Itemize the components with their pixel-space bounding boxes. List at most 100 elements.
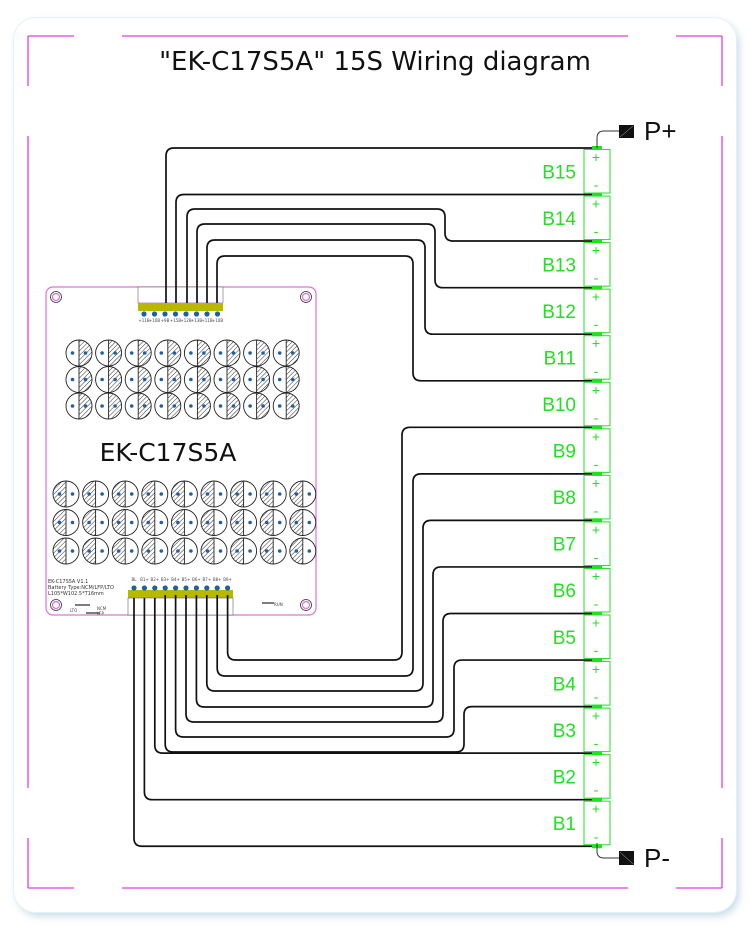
resistor-pad	[290, 377, 295, 382]
switch-label: NCM	[97, 606, 107, 611]
top-connector-pin	[141, 311, 147, 317]
resistor-pad	[100, 520, 104, 525]
resistor-pad	[218, 404, 223, 408]
mounting-hole	[50, 599, 62, 611]
mounting-hole-ring	[301, 600, 311, 610]
balance-resistor	[200, 509, 228, 536]
resistor-pad	[205, 520, 210, 525]
resistor-pad	[202, 351, 206, 355]
resistor-pad	[189, 520, 193, 525]
resistor-pad	[189, 549, 193, 553]
balance-resistor	[183, 392, 211, 420]
battery-cell: B3+-	[553, 707, 611, 753]
bottom-connector-pin	[214, 585, 220, 591]
battery-cell: B10+-	[542, 381, 611, 427]
minus-sign: -	[594, 177, 599, 193]
balance-wire	[175, 193, 597, 303]
resistor-pad	[113, 351, 117, 355]
junction-tab	[592, 425, 602, 430]
minus-sign: -	[594, 828, 599, 844]
resistor-pad	[70, 351, 75, 355]
resistor-pad	[218, 549, 223, 553]
resistor-pad	[235, 520, 239, 525]
bottom-pin-label: BL	[132, 577, 138, 582]
balance-resistor	[154, 339, 182, 367]
resistor-pad	[87, 549, 91, 553]
balance-wire	[133, 598, 597, 848]
resistor-pad	[129, 377, 134, 382]
minus-sign: -	[594, 363, 599, 379]
balance-resistor	[289, 509, 317, 536]
balance-resistor	[272, 339, 300, 367]
balance-resistor	[213, 366, 241, 393]
bottom-pin-label: B1+	[140, 577, 149, 582]
resistor-pad	[87, 520, 91, 525]
mounting-hole	[50, 291, 62, 303]
resistor-pad	[116, 520, 121, 525]
junction-tab	[592, 797, 602, 802]
balance-wire	[226, 426, 597, 661]
battery-label: B3	[553, 721, 576, 742]
resistor-pad	[294, 549, 299, 553]
minus-sign: -	[594, 549, 599, 565]
bottom-pin-label: B7+	[202, 577, 211, 582]
resistor-pad	[218, 520, 223, 525]
balance-resistor	[124, 339, 152, 367]
mounting-hole	[300, 599, 312, 611]
resistor-pad	[83, 377, 88, 382]
resistor-pad	[87, 492, 91, 496]
balance-resistor	[243, 339, 271, 367]
resistor-pad	[142, 404, 147, 408]
resistor-pad	[100, 351, 104, 355]
top-pin-label: +9B	[161, 318, 170, 323]
resistor-pad	[70, 404, 75, 408]
resistor-pad	[129, 520, 134, 525]
top-connector-pin	[214, 311, 221, 317]
top-connector-pin	[183, 311, 189, 317]
resistor-pad	[57, 492, 62, 496]
junction-tab	[592, 285, 602, 290]
resistor-pad	[277, 520, 282, 525]
plus-sign: +	[592, 335, 600, 351]
bottom-connector-pin	[141, 585, 147, 591]
minus-sign: -	[594, 642, 599, 658]
minus-sign: -	[594, 409, 599, 425]
resistor-pad	[290, 351, 295, 355]
balance-resistor	[141, 509, 169, 536]
battery-label: B4	[553, 674, 577, 695]
battery-cell: B15+-	[542, 149, 611, 194]
bottom-connector-pin	[162, 585, 168, 591]
balance-resistor	[259, 537, 287, 565]
balance-resistor	[243, 366, 271, 393]
plus-sign: +	[592, 615, 600, 631]
resistor-pad	[146, 520, 151, 525]
balance-wire	[216, 255, 597, 382]
balance-resistor	[183, 366, 211, 393]
resistor-pad	[70, 549, 75, 553]
resistor-pad	[113, 377, 117, 382]
resistor-pad	[248, 404, 252, 408]
dashed-frame	[27, 35, 723, 889]
balance-resistor	[272, 392, 300, 420]
balance-resistor	[52, 537, 80, 565]
mounting-hole-ring	[51, 600, 61, 610]
top-pin-label: +10B	[149, 318, 160, 323]
connector-mark	[619, 851, 634, 865]
battery-cell: B13+-	[542, 242, 611, 287]
resistor-pad	[248, 351, 252, 355]
plus-sign: +	[592, 568, 600, 584]
plus-sign: +	[592, 289, 600, 305]
balance-wire	[174, 595, 597, 738]
battery-cell: B4+-	[553, 661, 611, 706]
plus-sign: +	[592, 475, 600, 491]
resistor-pad	[248, 520, 252, 525]
balance-resistor	[289, 537, 317, 565]
resistor-pad	[129, 492, 134, 496]
resistor-pad	[264, 549, 269, 553]
balance-resistor	[170, 537, 198, 565]
battery-cell: B2+-	[553, 754, 611, 799]
switch-label: LTO	[70, 608, 77, 613]
junction-tab	[592, 704, 602, 709]
resistor-pad	[70, 492, 75, 496]
resistor-pad	[146, 549, 151, 553]
